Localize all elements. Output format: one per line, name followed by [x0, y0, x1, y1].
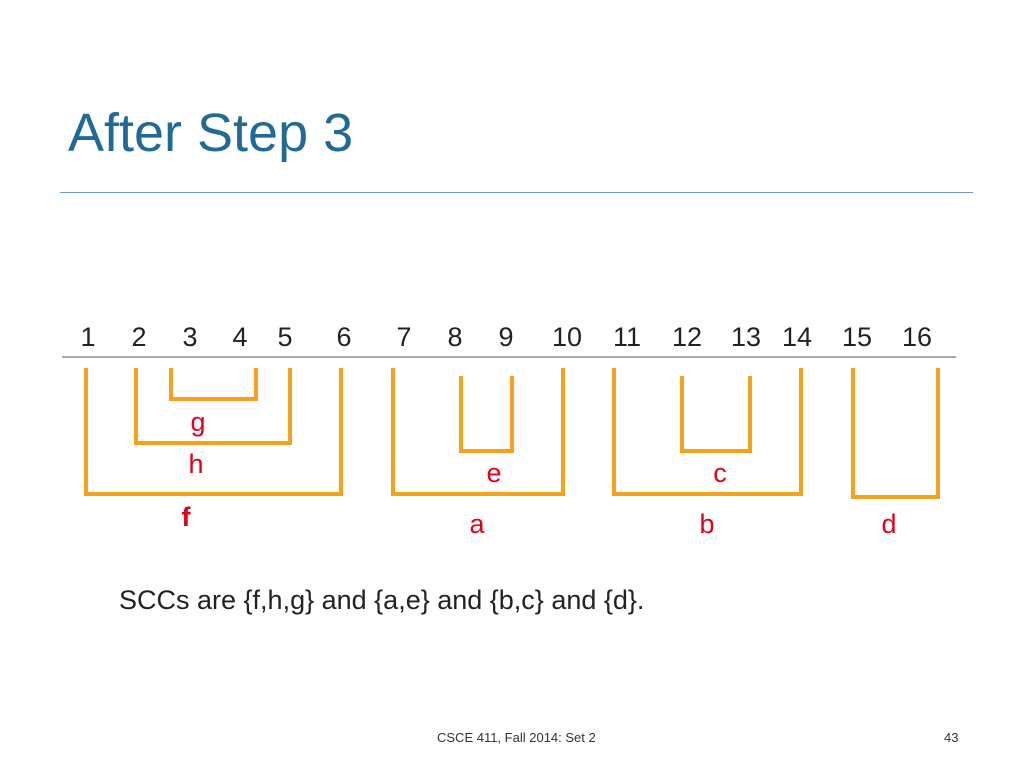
- interval-bracket-d: [851, 368, 940, 499]
- timeline-number: 6: [336, 322, 351, 352]
- interval-label-a: a: [469, 509, 485, 539]
- interval-label-b: b: [699, 509, 714, 539]
- page-number: 43: [944, 730, 959, 745]
- interval-label-h: h: [188, 449, 203, 479]
- interval-label-e: e: [486, 458, 501, 488]
- timeline-number: 11: [613, 322, 641, 352]
- interval-bracket-c: [680, 376, 752, 453]
- timeline-number: 3: [182, 322, 197, 352]
- timeline-number: 9: [498, 322, 513, 352]
- slide-footer: CSCE 411, Fall 2014: Set 2: [437, 730, 596, 745]
- timeline-number: 16: [902, 322, 932, 352]
- interval-label-f: f: [182, 502, 192, 532]
- timeline-number: 12: [672, 322, 702, 352]
- timeline-number: 1: [80, 322, 95, 352]
- interval-bracket-e: [459, 376, 514, 453]
- interval-label-d: d: [881, 509, 896, 539]
- interval-label-c: c: [713, 458, 727, 488]
- interval-bracket-f: [84, 368, 343, 496]
- timeline-number: 7: [396, 322, 411, 352]
- timeline-number: 2: [131, 322, 146, 352]
- interval-bracket-a: [391, 368, 565, 496]
- timeline-number: 15: [842, 322, 872, 352]
- interval-bracket-b: [612, 368, 803, 496]
- timeline-number: 5: [277, 322, 292, 352]
- scc-caption: SCCs are {f,h,g} and {a,e} and {b,c} and…: [119, 585, 645, 615]
- slide-title: After Step 3: [68, 103, 354, 163]
- interval-label-g: g: [190, 407, 205, 437]
- timeline-number: 8: [447, 322, 462, 352]
- timeline-number: 4: [232, 322, 247, 352]
- title-divider: [60, 192, 973, 193]
- timeline-number: 10: [552, 322, 582, 352]
- timeline-number: 13: [731, 322, 761, 352]
- interval-bracket-g: [169, 368, 258, 401]
- interval-bracket-h: [134, 368, 292, 445]
- timeline-number: 14: [782, 322, 812, 352]
